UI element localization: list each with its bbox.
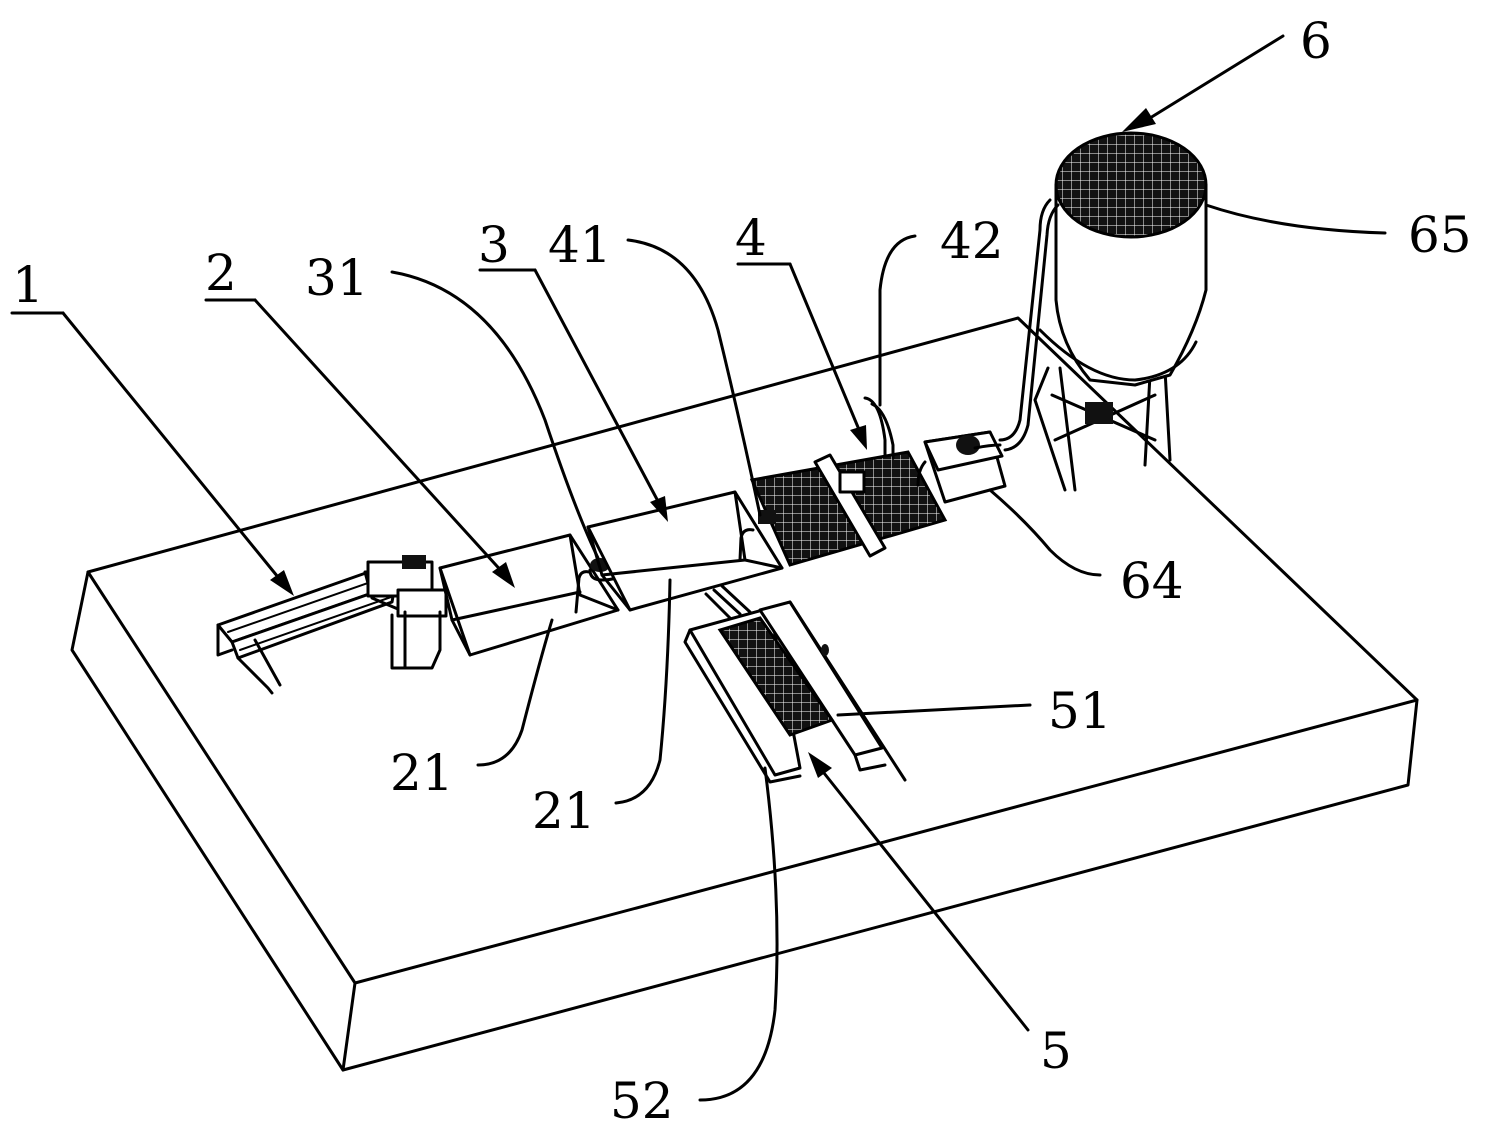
- label-3: 3: [478, 216, 510, 274]
- label-21b: 21: [532, 782, 596, 840]
- label-52: 52: [610, 1072, 674, 1130]
- label-4: 4: [735, 209, 767, 267]
- connector-pipes: [704, 584, 752, 620]
- silo-6: [973, 131, 1208, 492]
- label-64: 64: [1120, 552, 1184, 610]
- tank-2: [438, 533, 620, 657]
- label-42: 42: [940, 212, 1004, 270]
- label-6: 6: [1300, 12, 1332, 70]
- label-31: 31: [305, 249, 369, 307]
- leader-lines: [10, 34, 1387, 1102]
- label-65: 65: [1408, 206, 1472, 264]
- label-2: 2: [205, 244, 237, 302]
- labels: 1 2 31 3 41 4 42 6 65 64 51 21 21 5 52: [12, 12, 1472, 1130]
- tank-3: [586, 490, 784, 612]
- screen-unit-4: [749, 396, 948, 567]
- base-platform: [70, 316, 1419, 1072]
- feeder-conveyor: [216, 555, 448, 695]
- label-1: 1: [12, 256, 44, 314]
- label-5: 5: [1040, 1022, 1072, 1080]
- pump-box-64: [916, 430, 1007, 504]
- screen-unit-5: [683, 600, 907, 784]
- label-41: 41: [548, 216, 612, 274]
- label-21a: 21: [390, 744, 454, 802]
- label-51: 51: [1048, 682, 1112, 740]
